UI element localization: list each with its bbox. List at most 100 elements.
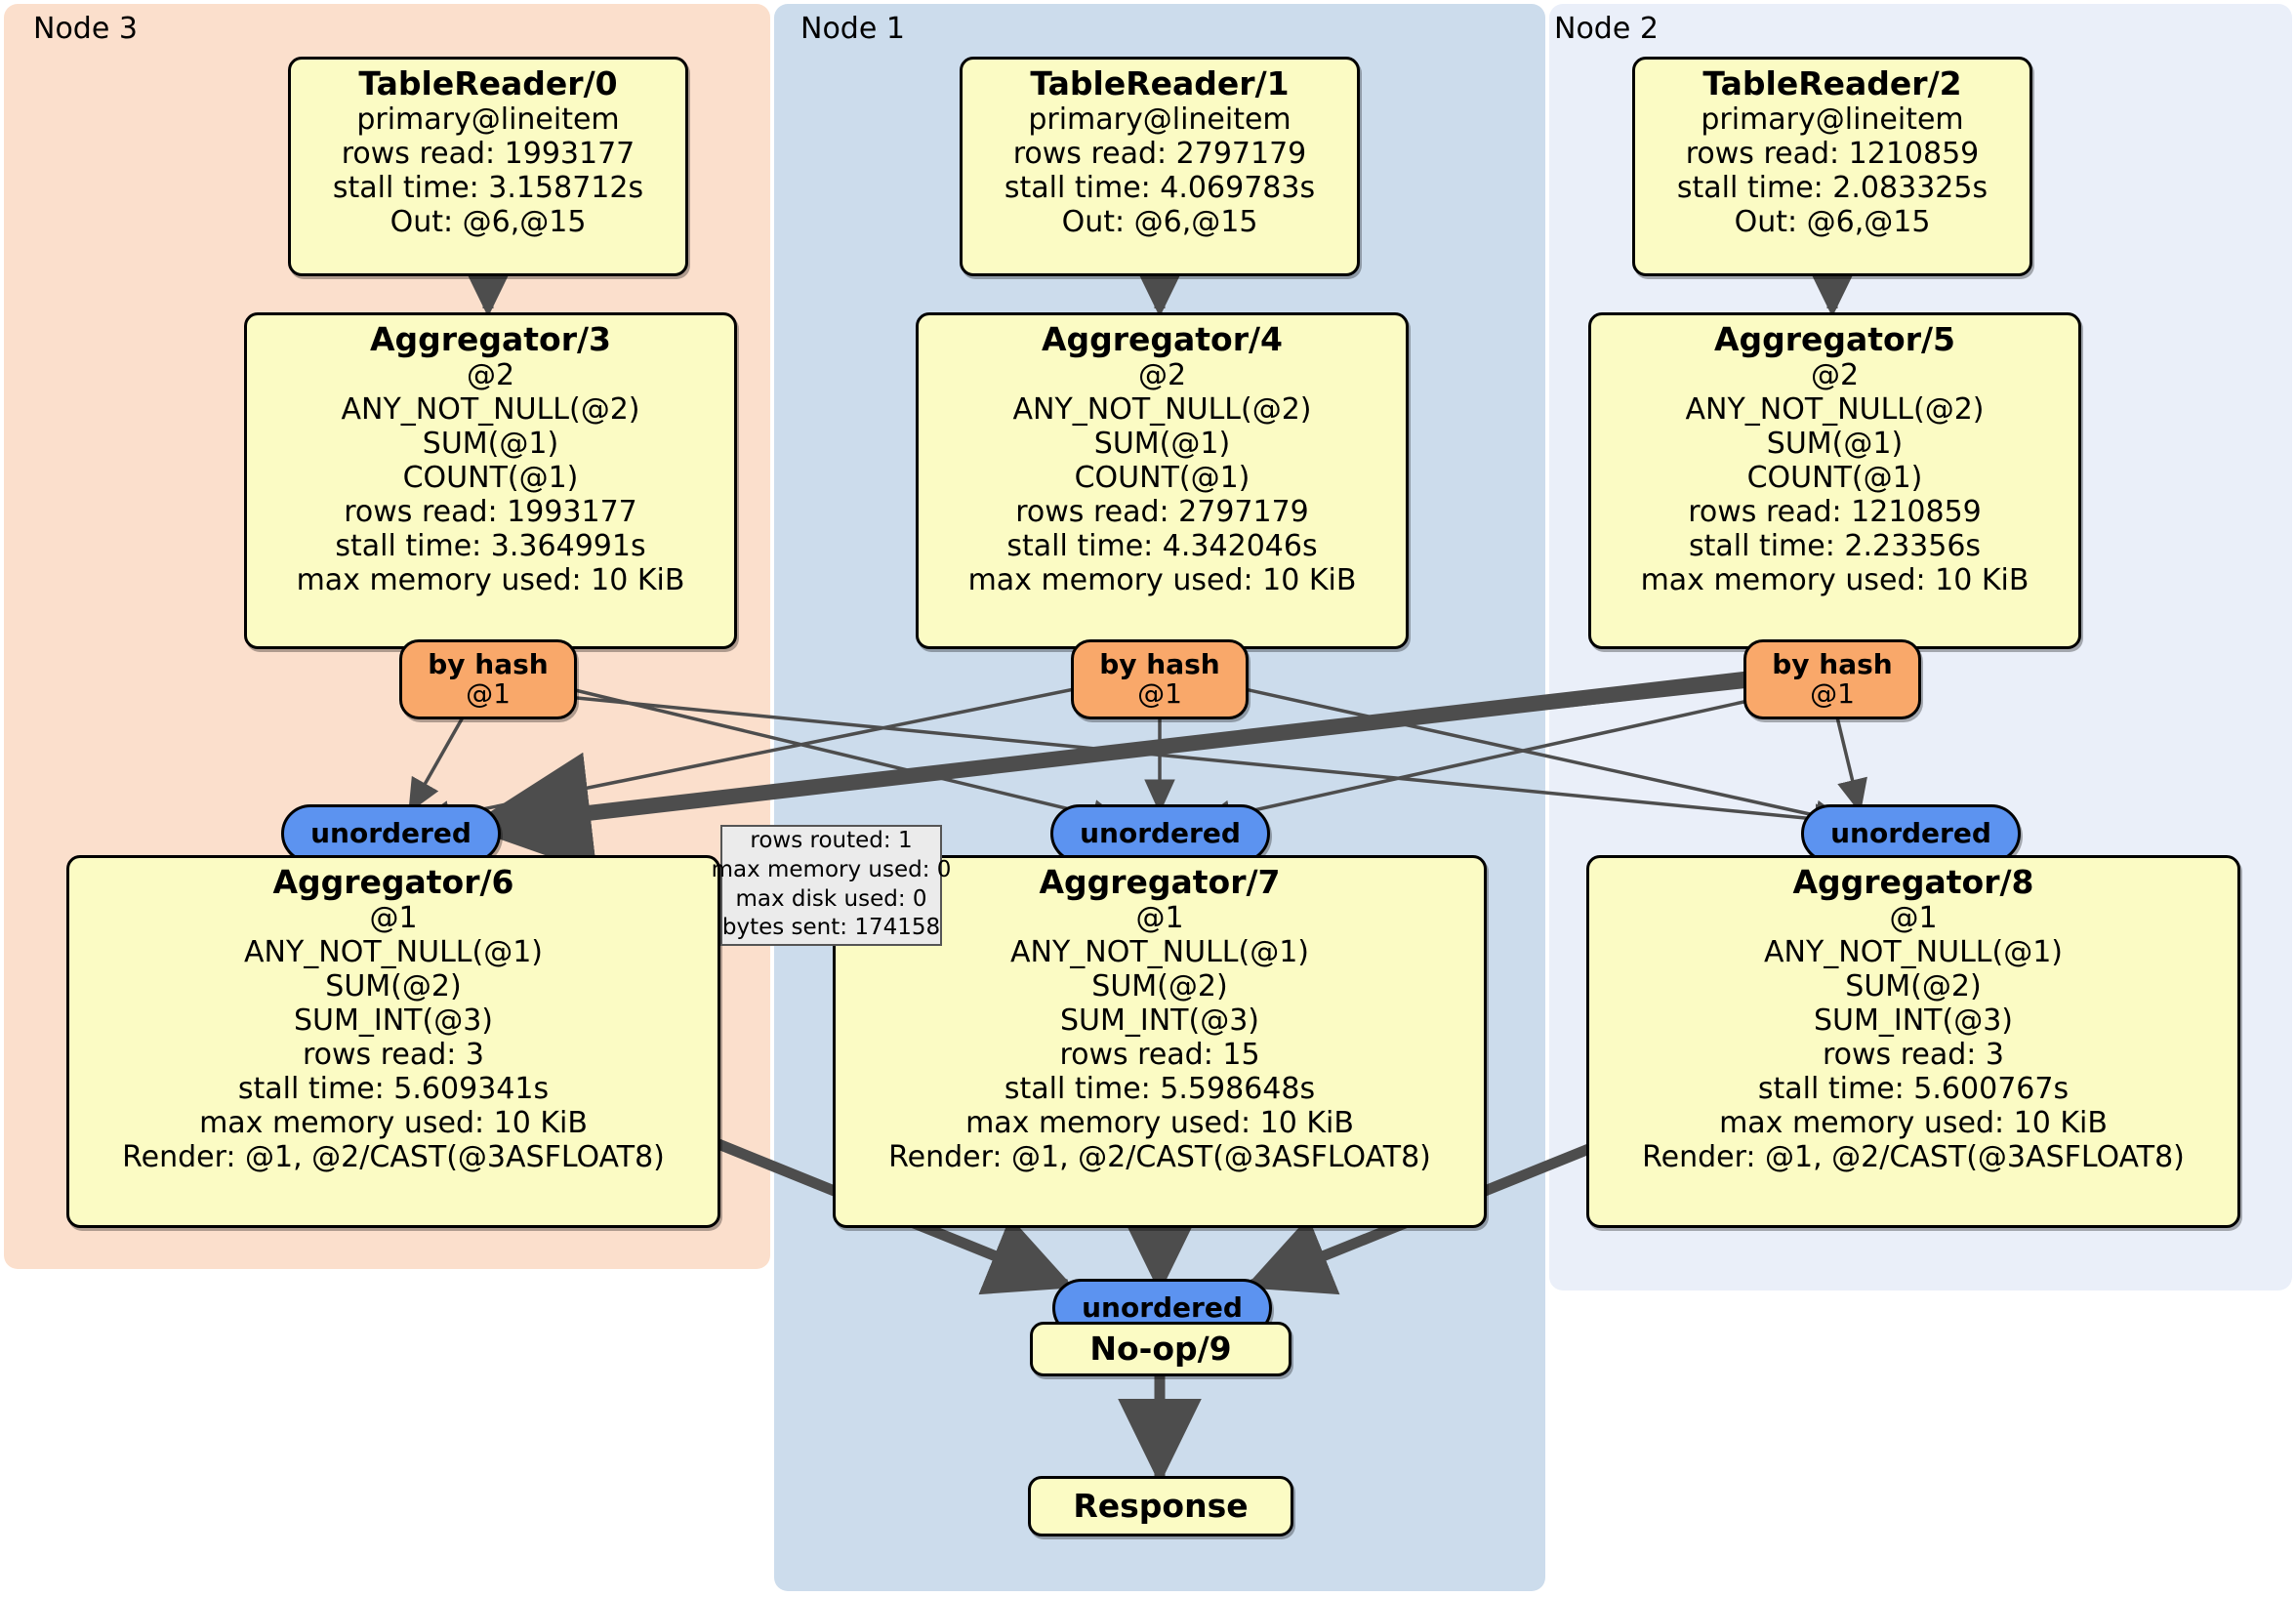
operator-detail: SUM(@1) (422, 426, 559, 461)
operator-detail: @2 (466, 357, 515, 392)
operator-detail: rows read: 1993177 (344, 494, 637, 529)
operator-response[interactable]: Response (1028, 1476, 1293, 1536)
operator-detail: @2 (1137, 357, 1187, 392)
receiver-label: unordered (310, 816, 472, 849)
receiver-unordered-8[interactable]: unordered (1801, 804, 2021, 863)
operator-detail: max memory used: 10 KiB (1640, 562, 2030, 597)
operator-title: TableReader/0 (358, 64, 618, 102)
operator-detail: SUM(@2) (1091, 968, 1228, 1003)
operator-title: Aggregator/8 (1792, 863, 2034, 901)
operator-detail: SUM_INT(@3) (1814, 1003, 2013, 1038)
operator-detail: max memory used: 10 KiB (199, 1105, 588, 1140)
operator-noop-9[interactable]: No-op/9 (1030, 1322, 1292, 1376)
operator-detail: rows read: 1210859 (1688, 494, 1982, 529)
operator-detail: rows read: 2797179 (1012, 136, 1307, 171)
operator-detail: stall time: 4.069783s (1004, 170, 1316, 205)
operator-detail: COUNT(@1) (1746, 460, 1923, 495)
operator-aggregator-8[interactable]: Aggregator/8 @1 ANY_NOT_NULL(@1) SUM(@2)… (1586, 855, 2240, 1228)
operator-title: TableReader/2 (1702, 64, 1962, 102)
operator-tablereader-0[interactable]: TableReader/0 primary@lineitem rows read… (288, 57, 688, 276)
operator-detail: Out: @6,@15 (1734, 204, 1931, 239)
operator-detail: rows read: 2797179 (1015, 494, 1309, 529)
operator-title: Aggregator/4 (1041, 320, 1284, 358)
receiver-unordered-6[interactable]: unordered (281, 804, 501, 863)
operator-detail: ANY_NOT_NULL(@1) (1010, 934, 1309, 969)
cluster-label-node3: Node 3 (33, 12, 138, 46)
cluster-label-node1: Node 1 (800, 12, 905, 46)
operator-detail: @1 (1889, 900, 1938, 935)
operator-title: No-op/9 (1089, 1329, 1232, 1368)
operator-detail: Out: @6,@15 (1061, 204, 1258, 239)
router-by-hash-4[interactable]: by hash @1 (1071, 639, 1249, 719)
receiver-unordered-7[interactable]: unordered (1050, 804, 1270, 863)
operator-detail: stall time: 3.364991s (335, 528, 646, 563)
operator-title: Aggregator/7 (1039, 863, 1281, 901)
router-column: @1 (1137, 677, 1182, 710)
operator-title: Aggregator/5 (1713, 320, 1956, 358)
receiver-label: unordered (1830, 816, 1991, 849)
router-column: @1 (1810, 677, 1855, 710)
operator-detail: max memory used: 10 KiB (967, 562, 1357, 597)
stat-line: max disk used: 0 (735, 885, 927, 912)
operator-detail: Out: @6,@15 (390, 204, 587, 239)
operator-aggregator-5[interactable]: Aggregator/5 @2 ANY_NOT_NULL(@2) SUM(@1)… (1588, 312, 2081, 649)
operator-detail: stall time: 5.609341s (237, 1071, 550, 1106)
operator-detail: ANY_NOT_NULL(@2) (341, 391, 640, 427)
operator-detail: rows read: 15 (1059, 1037, 1260, 1072)
operator-aggregator-4[interactable]: Aggregator/4 @2 ANY_NOT_NULL(@2) SUM(@1)… (916, 312, 1409, 649)
operator-detail: COUNT(@1) (402, 460, 579, 495)
operator-title: Aggregator/6 (272, 863, 514, 901)
operator-detail: primary@lineitem (1028, 102, 1292, 137)
operator-detail: ANY_NOT_NULL(@1) (244, 934, 543, 969)
operator-detail: SUM(@1) (1093, 426, 1231, 461)
operator-detail: @1 (369, 900, 418, 935)
operator-detail: SUM_INT(@3) (1060, 1003, 1259, 1038)
operator-detail: ANY_NOT_NULL(@1) (1764, 934, 2063, 969)
operator-detail: stall time: 5.598648s (1004, 1071, 1316, 1106)
operator-aggregator-3[interactable]: Aggregator/3 @2 ANY_NOT_NULL(@2) SUM(@1)… (244, 312, 737, 649)
operator-detail: Render: @1, @2/CAST(@3ASFLOAT8) (888, 1139, 1431, 1174)
operator-detail: stall time: 5.600767s (1757, 1071, 2070, 1106)
operator-detail: SUM(@2) (1845, 968, 1982, 1003)
operator-tablereader-1[interactable]: TableReader/1 primary@lineitem rows read… (960, 57, 1360, 276)
operator-detail: COUNT(@1) (1074, 460, 1250, 495)
operator-detail: primary@lineitem (1701, 102, 1964, 137)
operator-detail: ANY_NOT_NULL(@2) (1012, 391, 1312, 427)
router-by-hash-3[interactable]: by hash @1 (399, 639, 577, 719)
operator-detail: rows read: 1210859 (1685, 136, 1980, 171)
operator-detail: rows read: 3 (302, 1037, 485, 1072)
router-by-hash-5[interactable]: by hash @1 (1743, 639, 1921, 719)
operator-detail: rows read: 1993177 (341, 136, 636, 171)
stat-line: bytes sent: 174158 (721, 915, 941, 941)
stat-line: rows routed: 1 (750, 827, 913, 853)
operator-detail: SUM(@1) (1766, 426, 1904, 461)
operator-detail: @1 (1135, 900, 1184, 935)
operator-detail: @2 (1810, 357, 1860, 392)
operator-detail: stall time: 2.23356s (1688, 528, 1982, 563)
operator-detail: stall time: 3.158712s (332, 170, 644, 205)
operator-detail: SUM(@2) (325, 968, 462, 1003)
operator-title: TableReader/1 (1030, 64, 1290, 102)
operator-detail: Render: @1, @2/CAST(@3ASFLOAT8) (122, 1139, 665, 1174)
operator-title: Aggregator/3 (369, 320, 612, 358)
operator-detail: ANY_NOT_NULL(@2) (1685, 391, 1985, 427)
operator-title: Response (1073, 1486, 1249, 1525)
stat-line: max memory used: 0 (711, 856, 952, 882)
operator-detail: SUM_INT(@3) (294, 1003, 493, 1038)
operator-detail: max memory used: 10 KiB (1719, 1105, 2108, 1140)
router-kind: by hash (1099, 647, 1220, 680)
receiver-label: unordered (1082, 1290, 1243, 1324)
router-kind: by hash (428, 647, 549, 680)
operator-detail: primary@lineitem (356, 102, 620, 137)
operator-detail: max memory used: 10 KiB (296, 562, 685, 597)
operator-tablereader-2[interactable]: TableReader/2 primary@lineitem rows read… (1632, 57, 2032, 276)
cluster-label-node2: Node 2 (1554, 12, 1659, 46)
operator-detail: max memory used: 10 KiB (965, 1105, 1354, 1140)
operator-aggregator-6[interactable]: Aggregator/6 @1 ANY_NOT_NULL(@1) SUM(@2)… (66, 855, 720, 1228)
operator-detail: rows read: 3 (1822, 1037, 2005, 1072)
operator-detail: stall time: 4.342046s (1006, 528, 1318, 563)
operator-detail: Render: @1, @2/CAST(@3ASFLOAT8) (1642, 1139, 2185, 1174)
receiver-label: unordered (1080, 816, 1241, 849)
router-column: @1 (466, 677, 511, 710)
